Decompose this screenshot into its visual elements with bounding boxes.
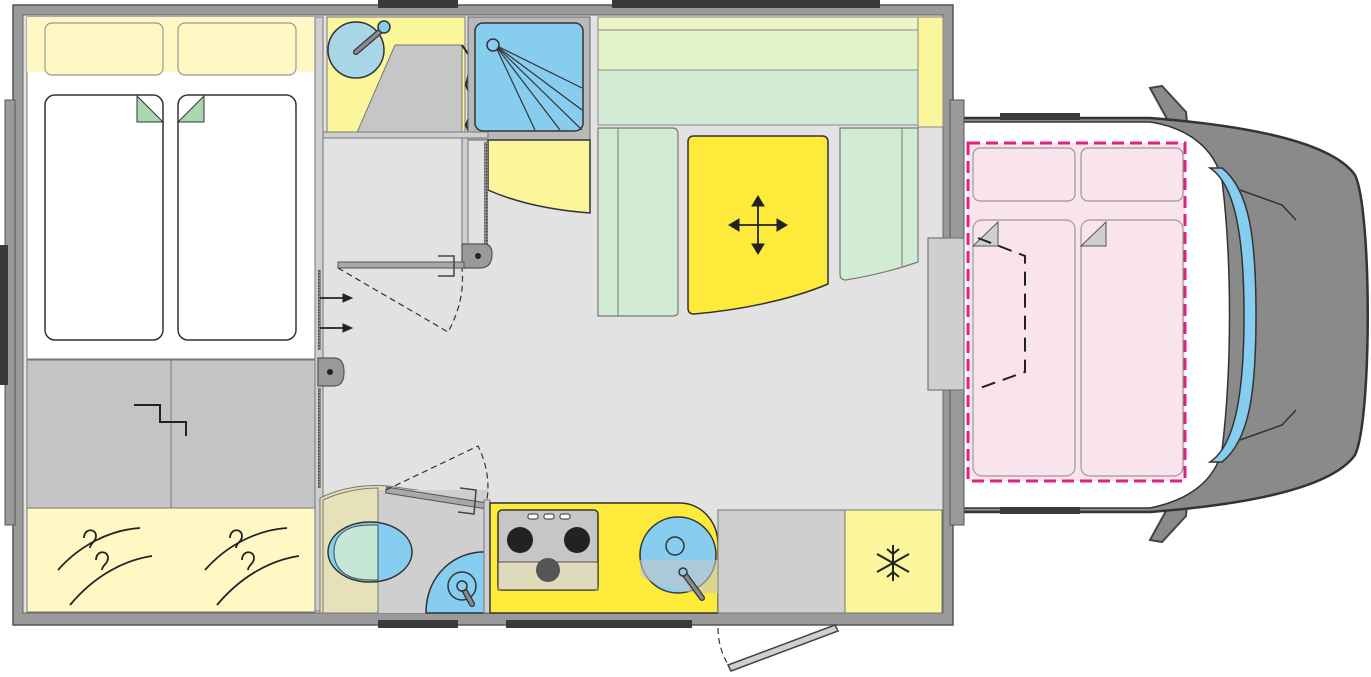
storage-left xyxy=(26,359,172,509)
toilet-wall xyxy=(483,499,491,614)
shower-rail xyxy=(484,142,488,252)
rear-window xyxy=(0,245,8,385)
bed-corner-right xyxy=(176,94,205,123)
front-seat-panel xyxy=(927,237,965,391)
dinette xyxy=(597,16,944,317)
kitchen-sink-drainer xyxy=(640,560,718,594)
burner-left xyxy=(507,527,533,553)
hanger-icon xyxy=(57,527,153,606)
bathroom-sink xyxy=(326,16,466,136)
drop-bed-pillow-left xyxy=(972,147,1076,202)
partition-hatch-2 xyxy=(318,388,321,488)
cab-window-bottom xyxy=(1000,507,1080,514)
fridge xyxy=(844,509,943,614)
tap-icon xyxy=(447,571,477,607)
drop-bed-mattress-right xyxy=(1080,219,1184,477)
wiper-top xyxy=(1239,189,1297,221)
toilet-seat xyxy=(333,524,379,581)
toilet-door-handle xyxy=(457,487,477,515)
mattress-right xyxy=(177,94,297,341)
kitchen-counter-grey xyxy=(717,509,846,614)
wiper-bottom xyxy=(1239,409,1297,441)
drop-bed-outline xyxy=(966,141,1187,483)
kitchen xyxy=(489,502,846,614)
wardrobe xyxy=(26,507,316,613)
bench-right xyxy=(839,127,919,281)
entrance-door-leaf xyxy=(726,624,840,672)
cab-drop-bed xyxy=(966,141,1187,483)
windscreen xyxy=(1207,167,1257,463)
door-top-handle xyxy=(438,255,455,277)
bed-corner-left xyxy=(136,94,165,123)
stair-icon xyxy=(134,404,187,436)
snowflake-icon xyxy=(876,545,910,581)
window-top-2 xyxy=(612,0,880,8)
partition-hatch-1 xyxy=(318,270,321,350)
tap-icon xyxy=(678,567,705,601)
mattress-left xyxy=(44,94,164,341)
storage-right xyxy=(170,359,316,509)
window-bottom-1 xyxy=(378,620,458,628)
hanger-icon xyxy=(204,527,300,606)
ladder-swing xyxy=(977,237,1026,389)
move-arrows-icon xyxy=(728,195,788,255)
wardrobe-body xyxy=(26,507,316,613)
sliding-arrows xyxy=(320,293,354,333)
rear-storage xyxy=(26,359,316,509)
toilet-door-swing xyxy=(385,445,489,507)
shower-drain xyxy=(486,38,500,52)
door-hinge-top-pin xyxy=(475,253,481,259)
hall-wall xyxy=(322,131,489,139)
entrance-door xyxy=(717,624,840,672)
cab-window-top xyxy=(1000,113,1080,120)
pillow-right xyxy=(177,22,297,76)
drop-bed-corner-right xyxy=(1079,220,1107,247)
window-bottom-2 xyxy=(506,620,692,628)
sofa-armrest xyxy=(917,16,944,128)
toilet-room xyxy=(319,445,491,614)
sofa-back-cushion xyxy=(597,29,921,71)
hob-knobs xyxy=(527,513,571,520)
door-top xyxy=(337,261,465,269)
door-walls xyxy=(317,131,493,387)
shower xyxy=(467,16,591,141)
window-top-1 xyxy=(378,0,458,8)
shower-drain-lines xyxy=(494,44,583,131)
tap-icon xyxy=(353,20,391,55)
drop-bed-corner-left xyxy=(971,220,999,247)
bench-left xyxy=(597,127,679,317)
burner-right xyxy=(564,527,590,553)
rear-beds xyxy=(26,16,316,360)
kitchen-drain xyxy=(665,536,685,556)
drop-bed-pillow-right xyxy=(1080,147,1184,202)
pillow-left xyxy=(44,22,164,76)
door-hinge-mid-pin xyxy=(327,369,333,375)
burner-front xyxy=(536,558,560,582)
shower-step xyxy=(487,139,591,214)
